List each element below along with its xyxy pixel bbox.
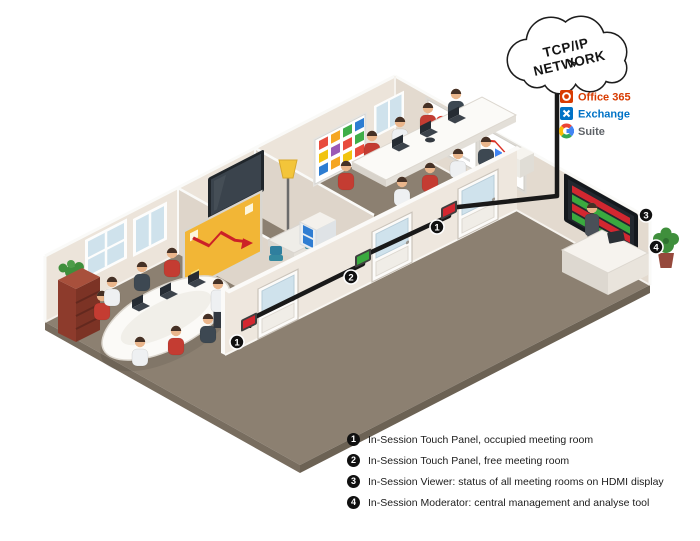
- occupied-meeting-room: [58, 247, 236, 372]
- legend-item-1: 1 In-Session Touch Panel, occupied meeti…: [347, 433, 664, 446]
- window: [133, 201, 167, 257]
- legend-item-3: 3 In-Session Viewer: status of all meeti…: [347, 475, 664, 488]
- chair: [269, 246, 283, 261]
- viewer-status-row: [572, 185, 630, 225]
- door-room1: [257, 268, 299, 340]
- tcpip-network-cloud: TCP/IP NETWORK: [506, 15, 628, 95]
- trend-chart-board: [182, 189, 263, 294]
- window: [374, 90, 404, 138]
- touch-panel-room1-occupied: [241, 312, 257, 332]
- floor: [45, 142, 650, 473]
- g-suite-icon: [559, 123, 574, 139]
- badge-number: 3: [643, 211, 648, 222]
- badge-room3-occupied: 1: [429, 219, 445, 235]
- legend-badge-3: 3: [347, 475, 360, 488]
- office365-label: Office 365: [578, 92, 631, 104]
- conference-table: [350, 96, 518, 187]
- legend-badge-2: 2: [347, 454, 360, 467]
- legend-badge-4: 4: [347, 496, 360, 509]
- moderator-desk: [560, 229, 650, 295]
- office365-icon: [560, 90, 573, 103]
- badge-moderator: 4: [648, 239, 664, 255]
- badge-room2-free: 2: [343, 269, 359, 285]
- legend-text-4: In-Session Moderator: central management…: [368, 496, 650, 509]
- conference-room: [337, 88, 534, 207]
- gsuite-label: Suite: [578, 126, 605, 138]
- badge-room1-occupied: 1: [229, 334, 245, 350]
- legend: 1 In-Session Touch Panel, occupied meeti…: [347, 433, 664, 517]
- sticky-notes-board: [313, 111, 367, 188]
- legend-text-2: In-Session Touch Panel, free meeting roo…: [368, 454, 570, 467]
- bookshelf: [58, 260, 101, 342]
- viewer-status-row: [572, 194, 630, 234]
- touch-panel-room3-occupied: [441, 200, 457, 220]
- legend-item-4: 4 In-Session Moderator: central manageme…: [347, 496, 664, 509]
- window: [85, 218, 127, 280]
- badge-number: 2: [348, 273, 353, 284]
- door-room2: [371, 211, 413, 283]
- wall-tv: [208, 149, 264, 220]
- oval-table: [100, 270, 236, 372]
- service-office365: Office 365: [560, 90, 631, 104]
- legend-item-2: 2 In-Session Touch Panel, free meeting r…: [347, 454, 664, 467]
- exchange-label: Exchange: [578, 109, 630, 121]
- badge-viewer: 3: [638, 207, 654, 223]
- badge-number: 4: [653, 243, 659, 254]
- conference-phone: [425, 137, 435, 143]
- network-cable: [246, 84, 560, 328]
- exchange-icon: [560, 107, 573, 120]
- service-exchange: Exchange: [560, 107, 630, 121]
- badge-number: 1: [434, 223, 440, 234]
- legend-badge-1: 1: [347, 433, 360, 446]
- desk-monitor: [607, 229, 625, 244]
- badge-number: 1: [234, 338, 240, 349]
- touch-panel-room2-free: [355, 248, 371, 268]
- service-gsuite: Suite: [559, 123, 605, 139]
- legend-text-3: In-Session Viewer: status of all meeting…: [368, 475, 664, 488]
- legend-text-1: In-Session Touch Panel, occupied meeting…: [368, 433, 594, 446]
